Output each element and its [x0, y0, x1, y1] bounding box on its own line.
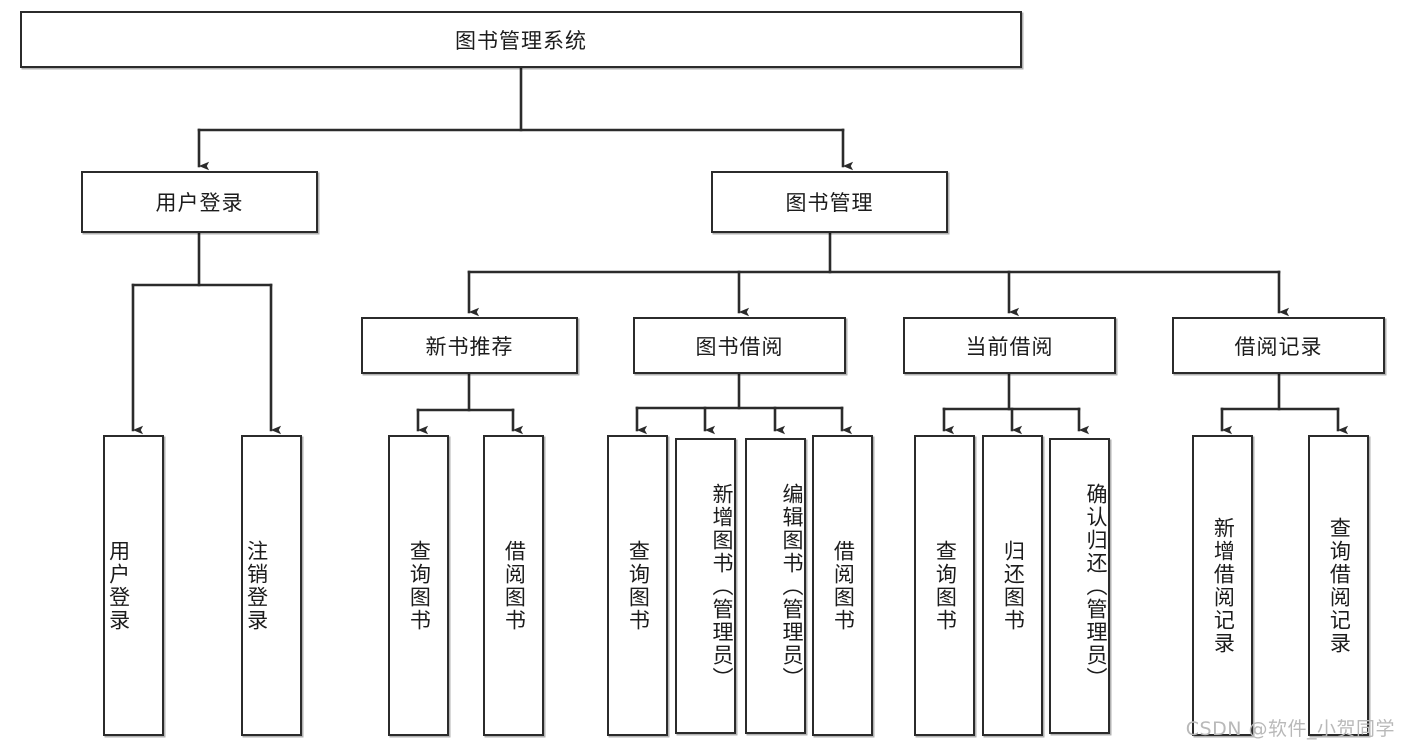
leaf-recommend-borrow-book[interactable]: 借阅图书 — [483, 435, 544, 736]
leaf-label: 借阅图书 — [831, 539, 856, 632]
node-borrow-record[interactable]: 借阅记录 — [1172, 317, 1385, 374]
leaf-current-confirm-return-admin[interactable]: 确认归还（管理员） — [1049, 438, 1110, 734]
leaf-label: 确认归还（管理员） — [1084, 482, 1108, 690]
node-book-management-label: 图书管理 — [785, 191, 874, 215]
node-root-label: 图书管理系统 — [455, 28, 587, 53]
leaf-label: 查询图书 — [407, 539, 432, 632]
leaf-label: 归还图书 — [1001, 539, 1026, 632]
node-current-borrow-label: 当前借阅 — [965, 334, 1054, 359]
leaf-borrow-edit-book-admin[interactable]: 编辑图书（管理员） — [745, 438, 806, 734]
leaf-current-return-book[interactable]: 归还图书 — [982, 435, 1043, 736]
leaf-label: 借阅图书 — [502, 539, 527, 632]
leaf-user-login-login[interactable]: 用户登录 — [103, 435, 164, 736]
leaf-label: 查询图书 — [933, 539, 958, 632]
leaf-record-query-record[interactable]: 查询借阅记录 — [1308, 435, 1369, 736]
leaf-label: 用户登录 — [106, 539, 131, 632]
leaf-label: 新增图书（管理员） — [710, 482, 734, 690]
node-book-borrow-label: 图书借阅 — [695, 334, 784, 359]
node-new-book-recommend[interactable]: 新书推荐 — [361, 317, 578, 374]
leaf-label: 查询图书 — [626, 539, 651, 632]
leaf-label: 注销登录 — [244, 539, 269, 632]
node-borrow-record-label: 借阅记录 — [1234, 334, 1323, 359]
node-user-login-label: 用户登录 — [155, 191, 244, 215]
leaf-borrow-borrow-book[interactable]: 借阅图书 — [812, 435, 873, 736]
leaf-recommend-query-book[interactable]: 查询图书 — [388, 435, 449, 736]
leaf-borrow-query-book[interactable]: 查询图书 — [607, 435, 668, 736]
leaf-label: 编辑图书（管理员） — [780, 482, 804, 690]
node-current-borrow[interactable]: 当前借阅 — [903, 317, 1116, 374]
leaf-label: 新增借阅记录 — [1211, 516, 1236, 655]
node-book-borrow[interactable]: 图书借阅 — [633, 317, 846, 374]
leaf-current-query-book[interactable]: 查询图书 — [914, 435, 975, 736]
leaf-user-login-logout[interactable]: 注销登录 — [241, 435, 302, 736]
leaf-label: 查询借阅记录 — [1327, 516, 1352, 655]
node-root[interactable]: 图书管理系统 — [20, 11, 1022, 68]
node-user-login[interactable]: 用户登录 — [81, 171, 318, 233]
leaf-record-add-record[interactable]: 新增借阅记录 — [1192, 435, 1253, 736]
leaf-borrow-add-book-admin[interactable]: 新增图书（管理员） — [675, 438, 736, 734]
node-new-book-recommend-label: 新书推荐 — [425, 334, 514, 359]
node-book-management[interactable]: 图书管理 — [711, 171, 948, 233]
